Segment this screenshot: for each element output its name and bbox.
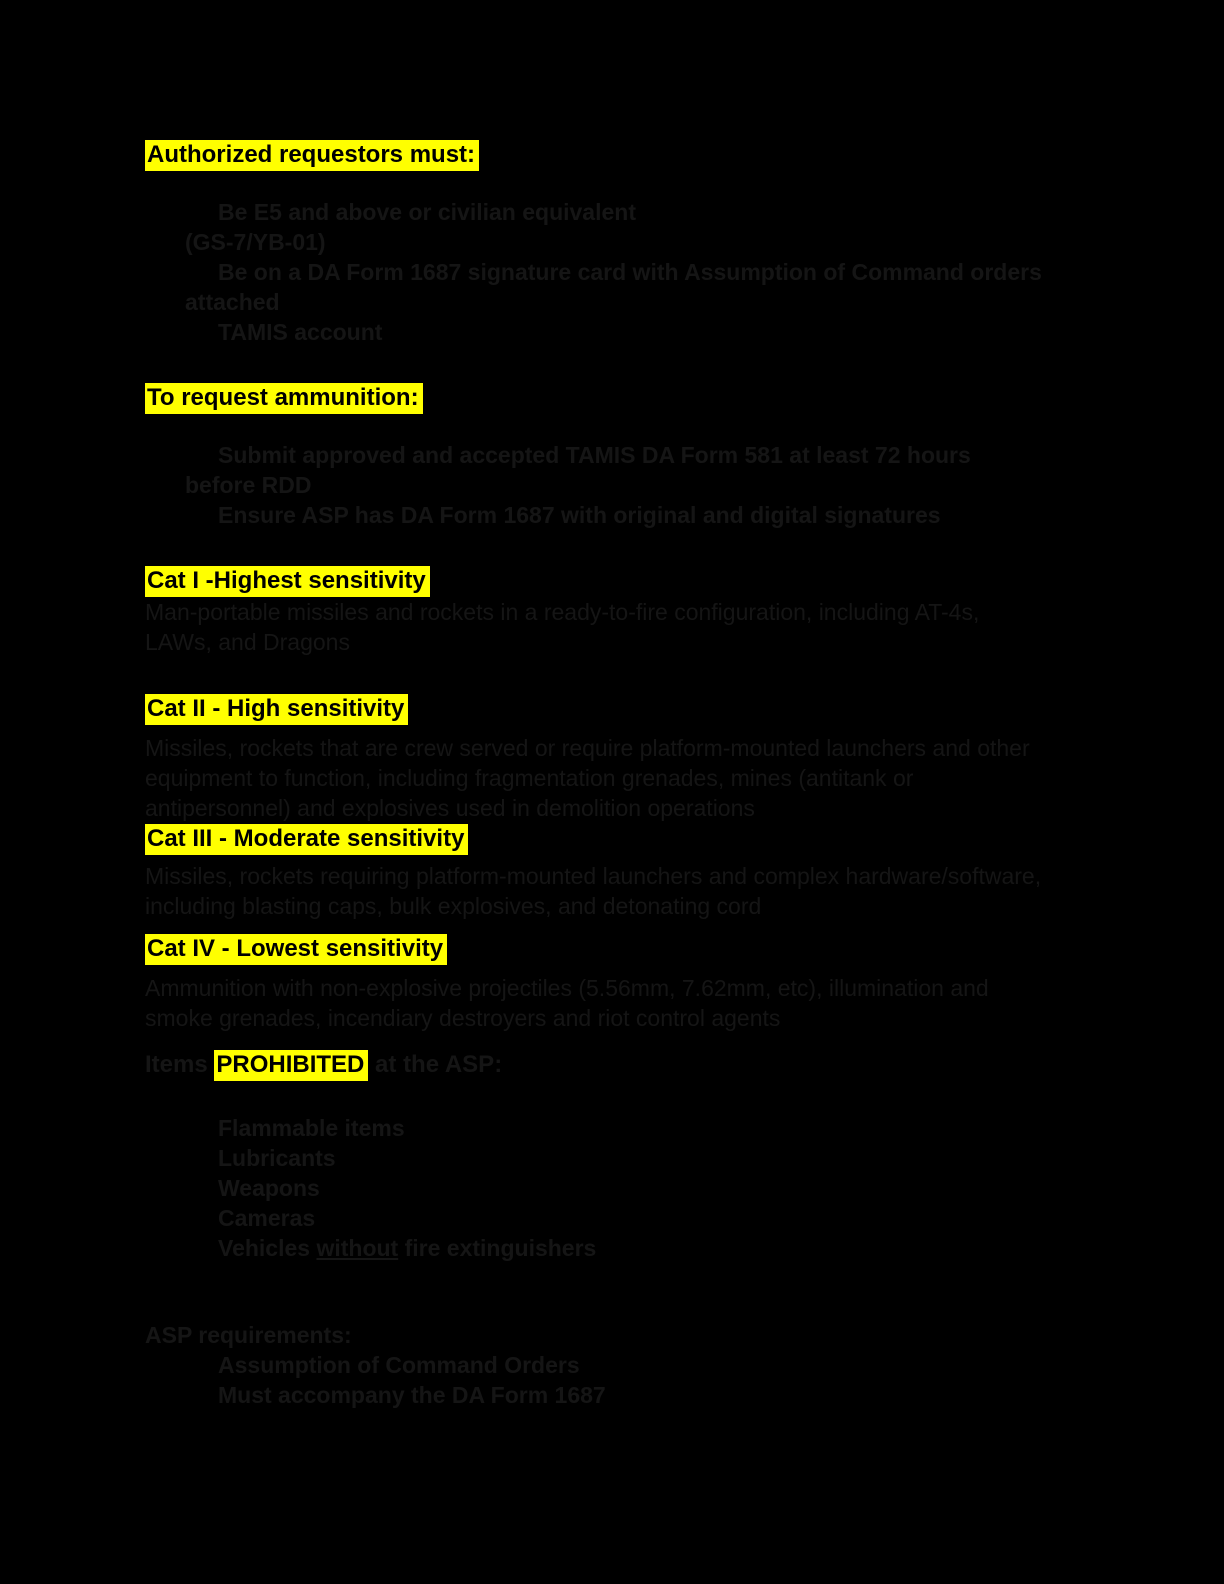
prohibited-highlight-text: PROHIBITED [214, 1050, 369, 1081]
heading-cat-1: Cat I -Highest sensitivity [145, 566, 1160, 597]
paragraph-line: antipersonnel) and explosives used in de… [145, 795, 755, 821]
list-item-line: Weapons [218, 1175, 320, 1201]
prohibited-suffix-text: at the ASP: [368, 1051, 503, 1078]
heading-cat-3: Cat III - Moderate sensitivity [145, 824, 1160, 855]
list-item-line: Submit approved and accepted TAMIS DA Fo… [218, 442, 971, 468]
list-item-line: (GS-7/YB-01) [185, 229, 326, 255]
cat-1-description: Man-portable missiles and rockets in a r… [145, 597, 1160, 657]
list-item-line: TAMIS account [218, 319, 383, 345]
heading-cat-4: Cat IV - Lowest sensitivity [145, 934, 1160, 965]
list-item-line: Flammable items [218, 1115, 405, 1141]
list-item-line: Be on a DA Form 1687 signature card with… [218, 259, 1042, 285]
paragraph-line: Missiles, rockets requiring platform-mou… [145, 863, 1042, 889]
prohibited-prefix-text: Items [145, 1051, 215, 1078]
request-ammunition-list: Submit approved and accepted TAMIS DA Fo… [145, 440, 1160, 530]
highlighted-heading-text: Authorized requestors must: [145, 140, 480, 171]
list-item-line: Must accompany the DA Form 1687 [218, 1382, 606, 1408]
paragraph-line: Man-portable missiles and rockets in a r… [145, 599, 980, 625]
highlighted-heading-text: Cat I -Highest sensitivity [145, 566, 430, 597]
cat-3-description: Missiles, rockets requiring platform-mou… [145, 861, 1160, 921]
cat-4-description: Ammunition with non-explosive projectile… [145, 973, 1160, 1033]
paragraph-line: including blasting caps, bulk explosives… [145, 893, 762, 919]
asp-requirements-heading: ASP requirements: [145, 1320, 1160, 1350]
list-item-vehicles: Vehicles without fire extinguishers [145, 1233, 1160, 1263]
paragraph-line: smoke grenades, incendiary destroyers an… [145, 1005, 781, 1031]
prohibited-items-list: Flammable items Lubricants Weapons Camer… [145, 1113, 1160, 1263]
paragraph-line: Missiles, rockets that are crew served o… [145, 735, 1030, 761]
paragraph-line: equipment to function, including fragmen… [145, 765, 914, 791]
list-item-line: attached [185, 289, 280, 315]
paragraph-line: LAWs, and Dragons [145, 629, 350, 655]
highlighted-heading-text: Cat II - High sensitivity [145, 694, 409, 725]
vehicles-underlined-text: without [316, 1235, 399, 1261]
list-item-line: Lubricants [218, 1145, 336, 1171]
vehicles-post-text: fire extinguishers [398, 1235, 597, 1261]
cat-2-description: Missiles, rockets that are crew served o… [145, 733, 1160, 823]
highlighted-heading-text: Cat III - Moderate sensitivity [145, 824, 469, 855]
list-item-line: before RDD [185, 472, 312, 498]
asp-heading-text: ASP requirements: [145, 1322, 352, 1348]
heading-cat-2: Cat II - High sensitivity [145, 694, 1160, 725]
list-item-line: Be E5 and above or civilian equivalent [218, 199, 636, 225]
heading-authorized-requestors: Authorized requestors must: [145, 140, 1160, 171]
vehicles-pre-text: Vehicles [218, 1235, 317, 1261]
paragraph-line: Ammunition with non-explosive projectile… [145, 975, 989, 1001]
prohibited-items-heading: Items PROHIBITED at the ASP: [145, 1050, 1160, 1081]
highlighted-heading-text: Cat IV - Lowest sensitivity [145, 934, 448, 965]
list-item-line: Cameras [218, 1205, 316, 1231]
asp-requirements-list: Assumption of Command Orders Must accomp… [145, 1350, 1160, 1410]
highlighted-heading-text: To request ammunition: [145, 383, 423, 414]
heading-to-request-ammunition: To request ammunition: [145, 383, 1160, 414]
list-item-line: Assumption of Command Orders [218, 1352, 580, 1378]
authorized-requestors-list: Be E5 and above or civilian equivalent (… [145, 197, 1160, 347]
list-item-line: Ensure ASP has DA Form 1687 with origina… [218, 502, 941, 528]
